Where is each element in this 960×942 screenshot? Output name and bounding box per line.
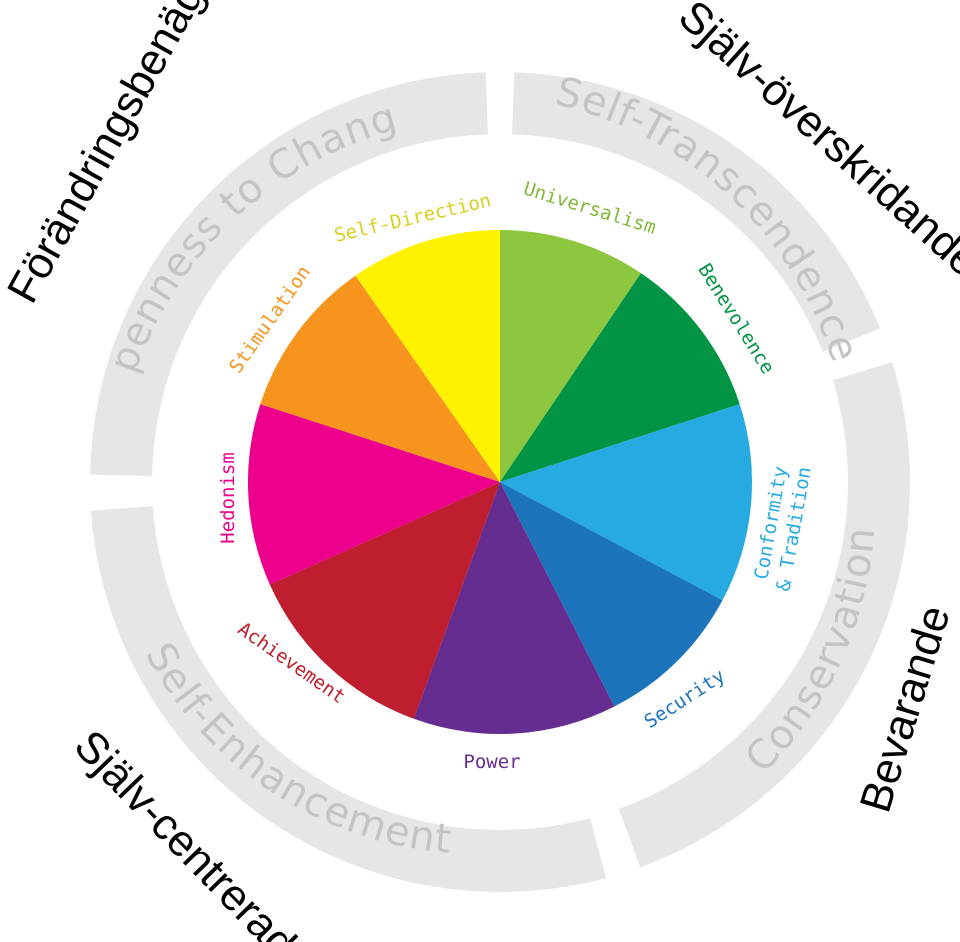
slice-conformity-tradition (500, 404, 753, 601)
slice-security (500, 482, 723, 707)
slice-stimulation (260, 275, 500, 482)
outer-ring (90, 72, 911, 892)
slice-universalism (500, 230, 641, 482)
label-power: Power (463, 751, 520, 773)
ring-segment-transcendence (512, 72, 881, 352)
slice-power (413, 482, 615, 734)
slice-benevolence (500, 273, 740, 482)
slice-hedonism (247, 404, 500, 585)
ring-segment-openness (90, 72, 488, 476)
ring-segment-enhancement (91, 506, 607, 892)
slice-achievement (269, 482, 500, 719)
label-hedonism: Hedonism (217, 452, 239, 544)
label-universalism: Universalism (521, 178, 659, 239)
values-pie (247, 230, 753, 734)
ring-segment-conservation (619, 362, 911, 868)
slice-self-direction (355, 230, 500, 482)
